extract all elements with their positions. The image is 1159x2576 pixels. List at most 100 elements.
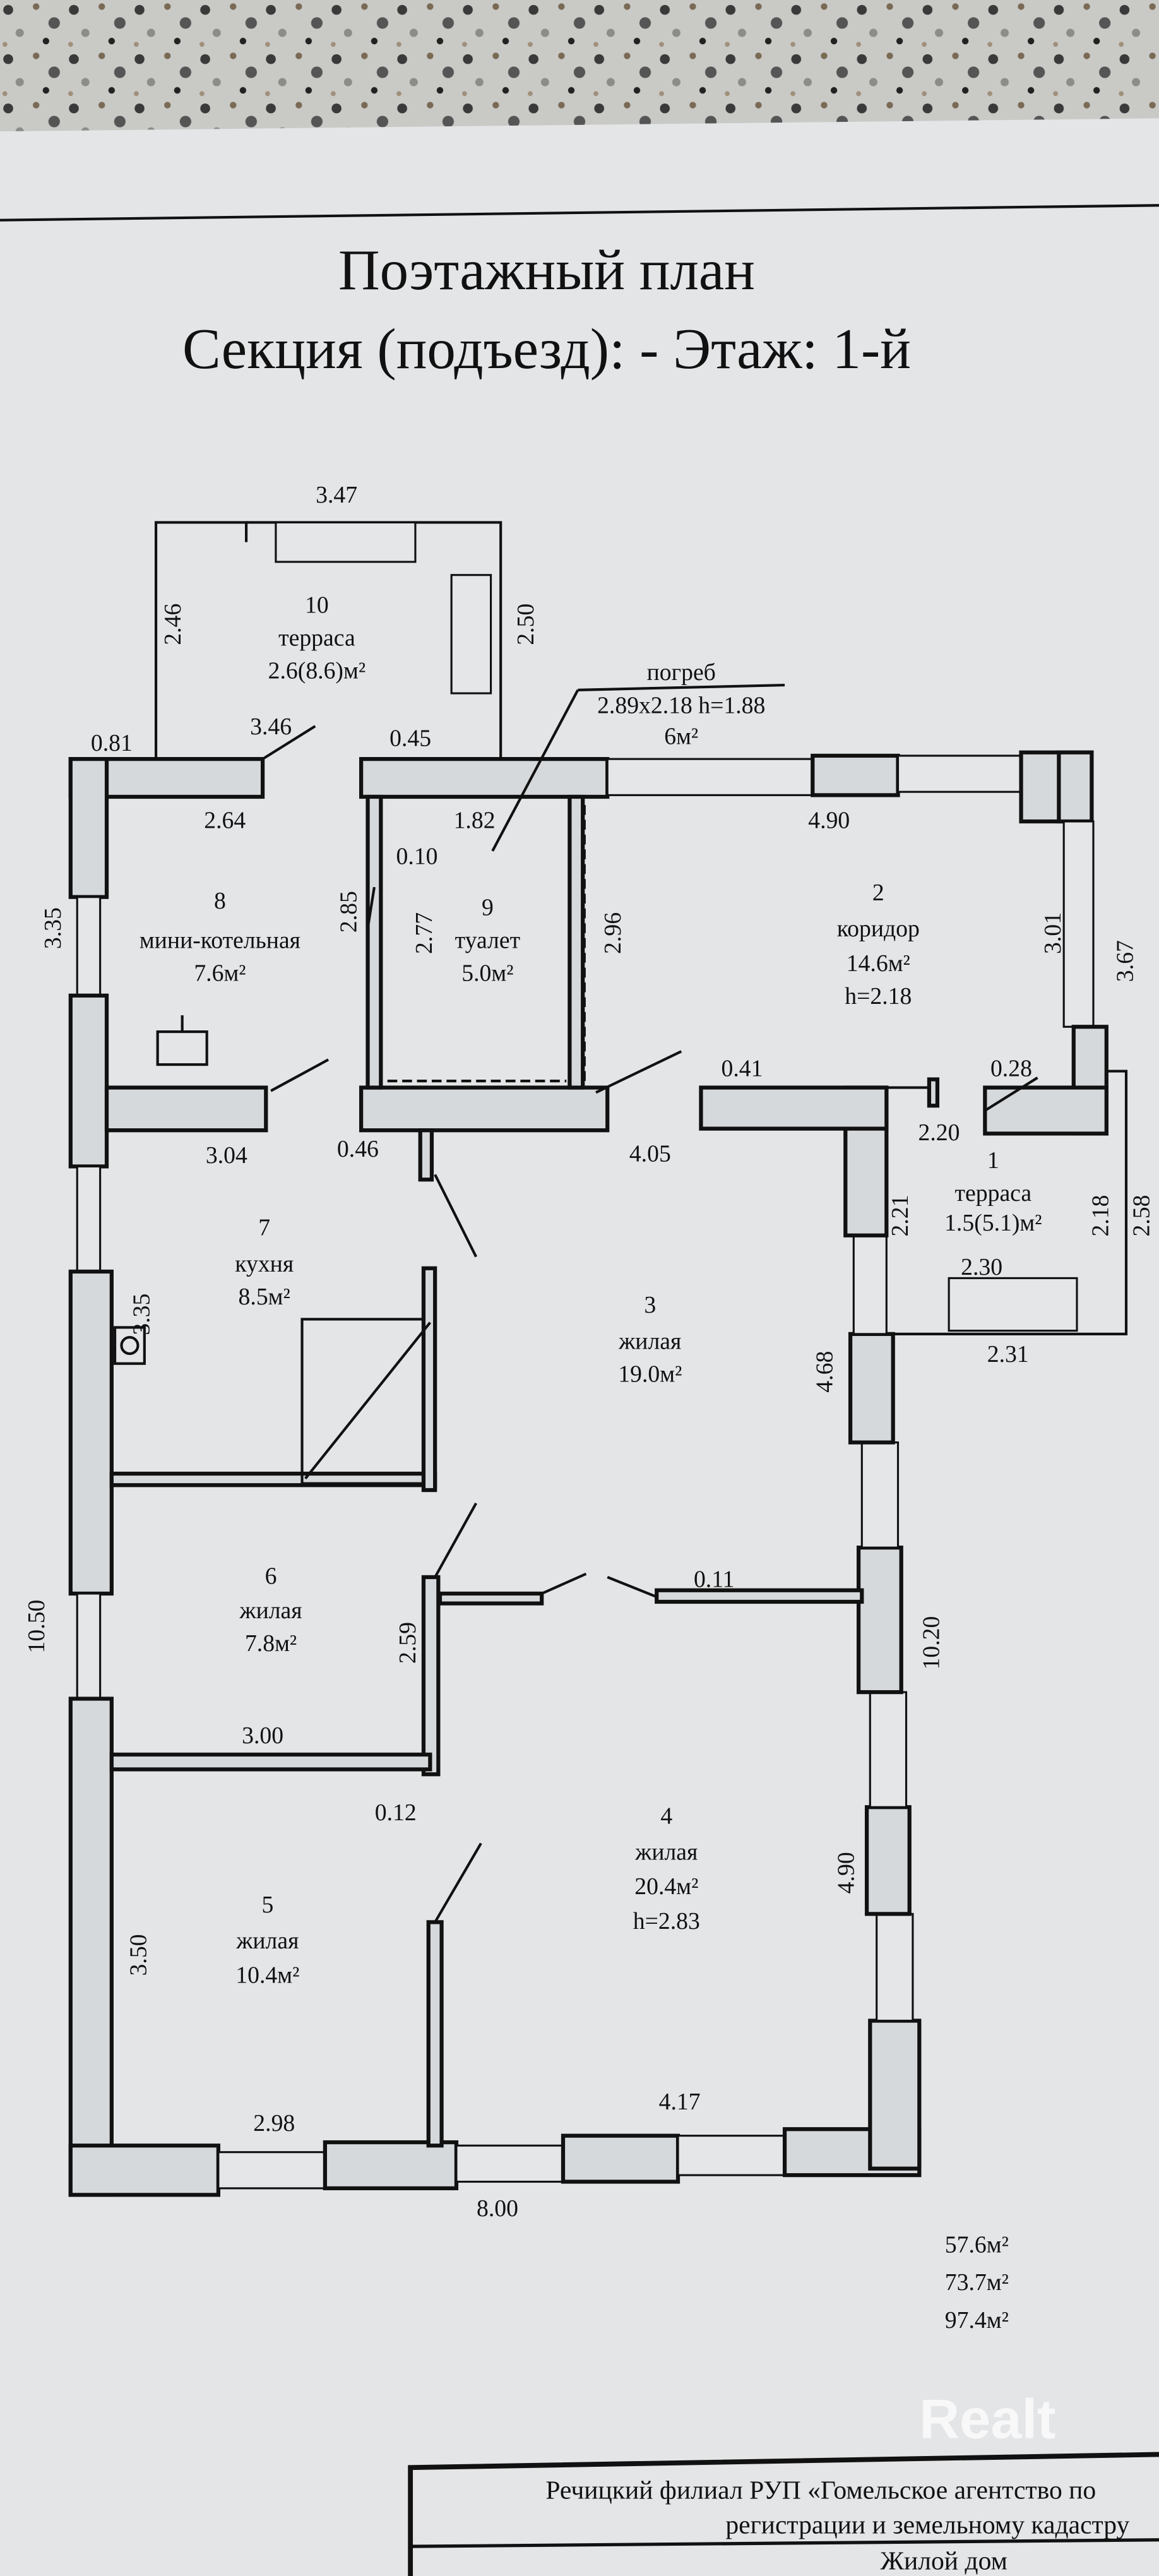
sheet-edge	[0, 204, 1159, 222]
svg-text:Речицкий филиал РУП «Гомельско: Речицкий филиал РУП «Гомельское агентств…	[545, 2476, 1096, 2505]
exterior-walls	[68, 750, 1108, 2197]
svg-text:2.89x2.18 h=1.88: 2.89x2.18 h=1.88	[597, 692, 765, 719]
dimension: 0.11	[694, 1566, 735, 1593]
svg-text:7.8м²: 7.8м²	[245, 1630, 297, 1657]
dimension: 2.77	[411, 912, 437, 954]
svg-text:1.5(5.1)м²: 1.5(5.1)м²	[944, 1210, 1042, 1236]
svg-text:10.4м²: 10.4м²	[235, 1962, 299, 1989]
title-block-stamp: Речицкий филиал РУП «Гомельское агентств…	[408, 2452, 1159, 2576]
svg-text:97.4м²: 97.4м²	[945, 2307, 1009, 2334]
svg-text:7.6м²: 7.6м²	[194, 960, 246, 986]
interior-walls	[104, 683, 1038, 2148]
dimension: 2.50	[513, 604, 539, 645]
dimension: 3.35	[40, 907, 66, 949]
dimension: 3.01	[1040, 912, 1066, 954]
dimension: 2.64	[204, 807, 246, 833]
room-6-label: 6 жилая 7.8м²	[239, 1563, 302, 1657]
dimension: 8.00	[477, 2195, 518, 2222]
svg-text:1: 1	[987, 1147, 999, 1174]
room-9-label: 9 туалет 5.0м²	[455, 894, 520, 986]
terrace-10-outline	[154, 521, 502, 760]
svg-text:4: 4	[660, 1803, 672, 1829]
dimension: 2.31	[987, 1341, 1029, 1368]
svg-text:10: 10	[305, 592, 329, 619]
terrazzo-floor	[0, 0, 1159, 132]
dimension: 3.35	[129, 1294, 155, 1335]
svg-text:погреб: погреб	[647, 659, 716, 686]
dimension: 0.12	[375, 1799, 417, 1826]
dimension: 2.20	[918, 1119, 960, 1146]
svg-text:терраса: терраса	[955, 1180, 1032, 1207]
svg-text:7: 7	[258, 1215, 270, 1241]
terrace-1-outline	[886, 1070, 1128, 1335]
svg-text:жилая: жилая	[235, 1928, 299, 1954]
svg-text:жилая: жилая	[634, 1839, 698, 1866]
svg-text:9: 9	[482, 894, 494, 921]
svg-text:19.0м²: 19.0м²	[618, 1361, 682, 1387]
dimension: 4.68	[811, 1351, 838, 1393]
dimension: 4.17	[659, 2089, 701, 2115]
svg-text:h=2.83: h=2.83	[633, 1908, 700, 1935]
dimension: 0.45	[389, 725, 431, 751]
dimension: 0.28	[990, 1055, 1032, 1082]
dimension: 3.67	[1112, 940, 1138, 982]
svg-text:2: 2	[872, 880, 884, 906]
svg-text:жилая: жилая	[618, 1328, 681, 1354]
room-7-label: 7 кухня 8.5м²	[235, 1215, 294, 1310]
dimension: 0.46	[337, 1136, 379, 1162]
dimension: 4.90	[833, 1852, 859, 1893]
watermark-logo: Realt	[919, 2387, 1055, 2450]
paper-sheet	[0, 118, 1159, 2576]
dimension: 3.46	[250, 713, 292, 740]
svg-text:20.4м²: 20.4м²	[634, 1873, 698, 1900]
svg-text:регистрации и земельному кадас: регистрации и земельному кадастру	[725, 2510, 1129, 2539]
svg-text:2.6(8.6)м²: 2.6(8.6)м²	[268, 658, 366, 684]
svg-text:6м²: 6м²	[664, 724, 698, 750]
svg-text:терраса: терраса	[278, 625, 355, 652]
room-2-label: 2 коридор 14.6м² h=2.18	[837, 880, 920, 1010]
cellar-label: погреб 2.89x2.18 h=1.88 6м²	[597, 659, 765, 749]
svg-text:14.6м²: 14.6м²	[847, 950, 910, 977]
svg-text:кухня: кухня	[235, 1251, 294, 1277]
dimension: 2.98	[253, 2110, 295, 2137]
dimension: 3.50	[125, 1934, 152, 1976]
room-5-label: 5 жилая 10.4м²	[235, 1892, 299, 1989]
svg-text:73.7м²: 73.7м²	[945, 2269, 1009, 2296]
svg-text:мини-котельная: мини-котельная	[140, 927, 300, 953]
dimension: 4.05	[629, 1141, 671, 1167]
svg-text:5: 5	[261, 1892, 273, 1918]
dimension: 4.90	[808, 807, 850, 833]
title-line2: Секция (подъезд): - Этаж: 1-й	[182, 317, 911, 381]
room-10-label: 10 терраса 2.6(8.6)м²	[268, 592, 366, 684]
svg-text:коридор: коридор	[837, 915, 920, 942]
svg-text:8.5м²: 8.5м²	[239, 1284, 290, 1310]
room-4-label: 4 жилая 20.4м² h=2.83	[633, 1803, 700, 1935]
stove-icon	[113, 1326, 146, 1365]
svg-text:6: 6	[265, 1563, 277, 1589]
svg-text:h=2.18: h=2.18	[845, 983, 912, 1010]
svg-text:жилая: жилая	[239, 1597, 302, 1624]
dimension: 2.96	[600, 912, 626, 954]
dimension: 3.04	[206, 1142, 247, 1169]
dimension: 2.18	[1087, 1195, 1114, 1237]
svg-text:57.6м²: 57.6м²	[945, 2231, 1009, 2258]
area-totals: 57.6м² 73.7м² 97.4м²	[945, 2231, 1009, 2334]
dimension: 2.30	[961, 1254, 1002, 1280]
dimension: 2.59	[395, 1622, 421, 1664]
svg-text:5.0м²: 5.0м²	[461, 960, 513, 986]
room-3-label: 3 жилая 19.0м²	[618, 1292, 682, 1387]
room-8-label: 8 мини-котельная 7.6м²	[140, 888, 300, 987]
dimension: 0.10	[396, 844, 438, 870]
dimension: 1.82	[454, 807, 496, 833]
dimension: 2.46	[160, 604, 186, 645]
svg-text:туалет: туалет	[455, 927, 520, 953]
dimension: 0.41	[721, 1055, 763, 1082]
svg-text:8: 8	[214, 888, 226, 914]
dimension: 10.50	[23, 1600, 50, 1654]
dimension: 2.21	[887, 1195, 913, 1237]
svg-text:3: 3	[644, 1292, 656, 1318]
dimension-labels: 3.47 2.46 2.50 3.46 0.45 0.81 2.64 1.82 …	[23, 482, 1155, 2222]
title-line1: Поэтажный план	[338, 238, 755, 302]
dimension: 2.58	[1128, 1195, 1155, 1237]
